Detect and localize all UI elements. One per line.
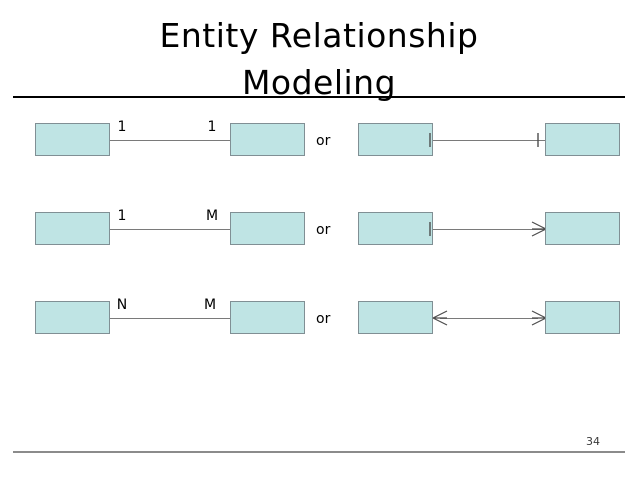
- right-cardinality-label: M: [205, 208, 219, 224]
- entity-box[interactable]: [230, 123, 305, 156]
- page-title: Entity Relationship Modeling: [159, 16, 479, 102]
- one-tick-icon: [424, 123, 444, 156]
- right-cardinality-label: 1: [207, 119, 217, 135]
- or-label: or: [316, 133, 331, 149]
- relationship-line: [440, 318, 538, 319]
- left-cardinality-label: N: [116, 297, 128, 313]
- title-divider: [13, 96, 625, 98]
- one-tick-icon: [424, 212, 444, 245]
- crowsfoot-many-icon: [430, 301, 454, 334]
- entity-box[interactable]: [358, 301, 433, 334]
- one-tick-icon: [528, 123, 548, 156]
- relationship-line: [110, 140, 230, 141]
- entity-box[interactable]: [545, 301, 620, 334]
- left-cardinality-label: 1: [117, 208, 127, 224]
- relationship-row-many-to-many: N M or: [0, 296, 638, 346]
- right-cardinality-label: M: [203, 297, 217, 313]
- entity-box[interactable]: [35, 301, 110, 334]
- entity-box[interactable]: [545, 123, 620, 156]
- relationship-line: [110, 229, 230, 230]
- crowsfoot-many-icon: [525, 212, 549, 245]
- relationship-line: [433, 229, 545, 230]
- entity-box[interactable]: [35, 123, 110, 156]
- entity-box[interactable]: [358, 212, 433, 245]
- entity-box[interactable]: [230, 301, 305, 334]
- entity-box[interactable]: [35, 212, 110, 245]
- or-label: or: [316, 222, 331, 238]
- crowsfoot-many-icon: [525, 301, 549, 334]
- footer-divider: [13, 451, 625, 453]
- left-cardinality-label: 1: [117, 119, 127, 135]
- relationship-row-one-to-one: 1 1 or: [0, 118, 638, 168]
- page-number: 34: [586, 435, 600, 448]
- relationship-line: [433, 140, 545, 141]
- entity-box[interactable]: [358, 123, 433, 156]
- entity-box[interactable]: [545, 212, 620, 245]
- or-label: or: [316, 311, 331, 327]
- relationship-row-one-to-many: 1 M or: [0, 207, 638, 257]
- relationship-line: [110, 318, 230, 319]
- entity-box[interactable]: [230, 212, 305, 245]
